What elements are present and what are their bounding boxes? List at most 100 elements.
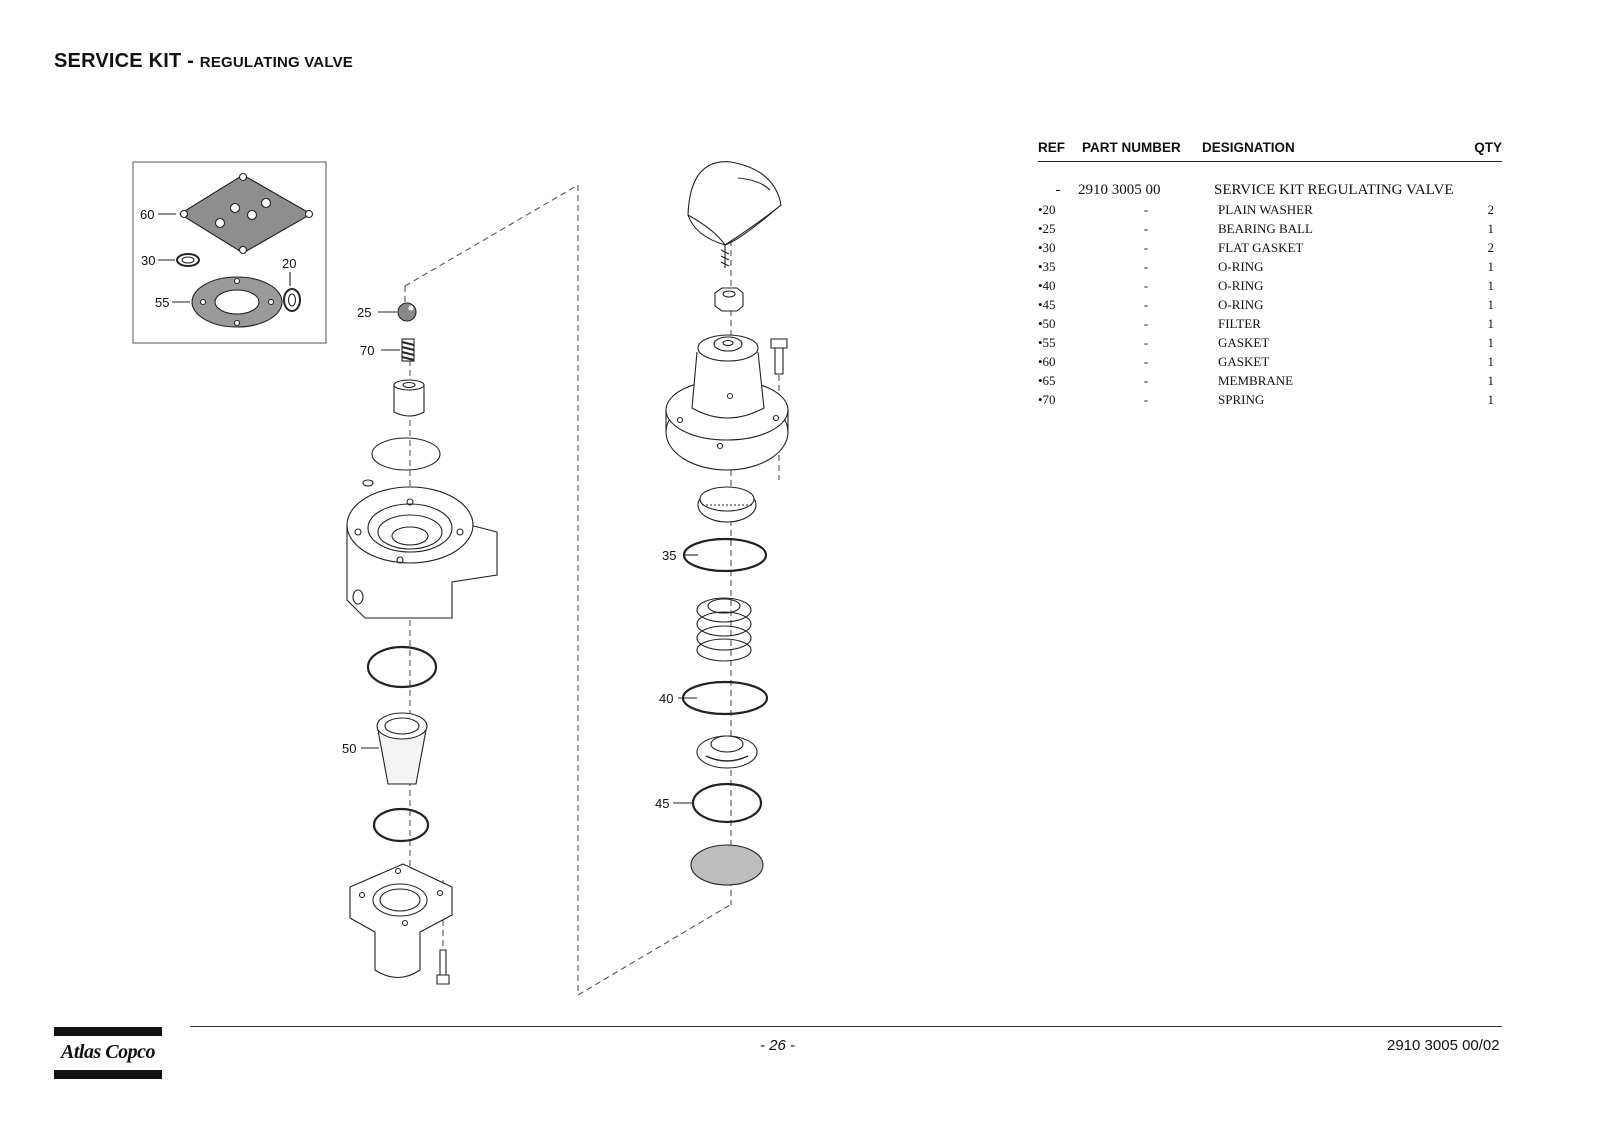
cell-ref: •50 bbox=[1038, 316, 1056, 331]
cell-designation: PLAIN WASHER bbox=[1218, 202, 1313, 217]
cell-ref: •60 bbox=[1038, 354, 1056, 369]
cell-part-number: - bbox=[1143, 297, 1149, 312]
callout-70: 70 bbox=[360, 343, 374, 358]
cell-designation: O-RING bbox=[1218, 297, 1264, 312]
cell-designation: FLAT GASKET bbox=[1218, 240, 1304, 255]
cell-ref: •45 bbox=[1038, 297, 1056, 312]
cell-qty bbox=[1464, 180, 1502, 200]
table-row: •70 - SPRING 1 bbox=[1038, 390, 1502, 409]
table-row: •50 - FILTER 1 bbox=[1038, 314, 1502, 333]
cell-part-number: - bbox=[1143, 259, 1149, 274]
bonnet-shape bbox=[665, 334, 789, 471]
membrane-65-shape bbox=[690, 844, 764, 886]
spring-shape bbox=[696, 597, 752, 662]
callout-25: 25 bbox=[357, 305, 371, 320]
cell-ref: •35 bbox=[1038, 259, 1056, 274]
cell-part-number: - bbox=[1143, 202, 1149, 217]
cell-part-number: - bbox=[1143, 278, 1149, 293]
cell-part-number: - bbox=[1143, 354, 1149, 369]
cell-designation: MEMBRANE bbox=[1218, 373, 1294, 388]
spring-70-shape bbox=[401, 338, 415, 362]
cell-ref: •40 bbox=[1038, 278, 1056, 293]
header-part-number: PART NUMBER bbox=[1082, 140, 1181, 155]
cell-designation: FILTER bbox=[1218, 316, 1261, 331]
cell-ref: •20 bbox=[1038, 202, 1056, 217]
cell-qty: 1 bbox=[1487, 221, 1495, 236]
cell-qty: 1 bbox=[1487, 278, 1495, 293]
cell-designation: O-RING bbox=[1218, 278, 1264, 293]
callout-45: 45 bbox=[655, 796, 669, 811]
footer-divider bbox=[190, 1026, 1502, 1027]
cell-designation: O-RING bbox=[1218, 259, 1264, 274]
filter-50-shape bbox=[376, 712, 428, 785]
cell-qty: 1 bbox=[1487, 259, 1495, 274]
table-row: •25 - BEARING BALL 1 bbox=[1038, 219, 1502, 238]
cell-ref: •25 bbox=[1038, 221, 1056, 236]
housing-shape bbox=[346, 486, 498, 619]
cell-designation: SERVICE KIT REGULATING VALVE bbox=[1214, 182, 1454, 198]
page-number: - 26 - bbox=[760, 1037, 796, 1054]
logo-bar-bottom bbox=[54, 1070, 162, 1079]
cell-part-number: - bbox=[1143, 335, 1149, 350]
exploded-view-drawing: 60 30 20 55 25 70 50 35 40 45 bbox=[132, 161, 789, 996]
cell-designation: SPRING bbox=[1218, 392, 1265, 407]
title-main: SERVICE KIT bbox=[54, 50, 182, 72]
cell-qty: 1 bbox=[1487, 316, 1495, 331]
adjusting-knob-shape bbox=[687, 161, 782, 268]
parts-table: REF PART NUMBER DESIGNATION QTY - 2910 3… bbox=[1038, 140, 1502, 409]
callout-20: 20 bbox=[282, 256, 296, 271]
table-row: •60 - GASKET 1 bbox=[1038, 352, 1502, 371]
cell-ref: - bbox=[1055, 182, 1061, 198]
cell-part-number: - bbox=[1143, 221, 1149, 236]
cell-ref: •65 bbox=[1038, 373, 1056, 388]
plain-washer-20-shape bbox=[283, 288, 301, 312]
title-separator: - bbox=[181, 50, 200, 72]
kit-inset-box bbox=[132, 161, 327, 344]
cell-part-number: - bbox=[1143, 240, 1149, 255]
logo-text: Atlas Copco bbox=[61, 1041, 155, 1063]
cell-part-number: - bbox=[1143, 392, 1149, 407]
flat-gasket-30-shape bbox=[176, 253, 200, 267]
table-row: •40 - O-RING 1 bbox=[1038, 276, 1502, 295]
cell-qty: 2 bbox=[1487, 240, 1495, 255]
cell-part-number: - bbox=[1143, 316, 1149, 331]
callout-60: 60 bbox=[140, 207, 154, 222]
callout-55: 55 bbox=[155, 295, 169, 310]
cell-qty: 1 bbox=[1487, 354, 1495, 369]
cell-ref: •70 bbox=[1038, 392, 1056, 407]
bowl-shape bbox=[349, 863, 453, 979]
o-ring-45-shape bbox=[691, 782, 763, 824]
cell-ref: •30 bbox=[1038, 240, 1056, 255]
document-number: 2910 3005 00/02 bbox=[1387, 1037, 1500, 1054]
callout-40: 40 bbox=[659, 691, 673, 706]
callout-35: 35 bbox=[662, 548, 676, 563]
cell-qty: 1 bbox=[1487, 392, 1495, 407]
table-row: •20 - PLAIN WASHER 2 bbox=[1038, 200, 1502, 219]
callout-30: 30 bbox=[141, 253, 155, 268]
cell-designation: GASKET bbox=[1218, 354, 1270, 369]
callout-50: 50 bbox=[342, 741, 356, 756]
cell-qty: 1 bbox=[1487, 297, 1495, 312]
table-row: •35 - O-RING 1 bbox=[1038, 257, 1502, 276]
table-row-kit: - 2910 3005 00 SERVICE KIT REGULATING VA… bbox=[1038, 180, 1502, 200]
logo-bar-top bbox=[54, 1027, 162, 1036]
cell-qty: 2 bbox=[1487, 202, 1495, 217]
table-row: •65 - MEMBRANE 1 bbox=[1038, 371, 1502, 390]
gasket-60-shape bbox=[178, 174, 313, 254]
cell-designation: BEARING BALL bbox=[1218, 221, 1313, 236]
table-header: REF PART NUMBER DESIGNATION QTY bbox=[1038, 140, 1502, 162]
bearing-ball-25-shape bbox=[397, 302, 417, 322]
atlas-copco-logo: Atlas Copco bbox=[54, 1027, 162, 1079]
table-row: •30 - FLAT GASKET 2 bbox=[1038, 238, 1502, 257]
header-designation: DESIGNATION bbox=[1202, 140, 1295, 155]
page-title: SERVICE KIT - REGULATING VALVE bbox=[54, 50, 353, 73]
cell-qty: 1 bbox=[1487, 373, 1495, 388]
header-ref: REF bbox=[1038, 140, 1065, 155]
cell-part-number: 2910 3005 00 bbox=[1078, 182, 1161, 198]
header-qty: QTY bbox=[1474, 140, 1502, 155]
title-subtitle: REGULATING VALVE bbox=[199, 54, 353, 71]
cell-part-number: - bbox=[1143, 373, 1149, 388]
cell-qty: 1 bbox=[1487, 335, 1495, 350]
table-row: •45 - O-RING 1 bbox=[1038, 295, 1502, 314]
table-row: •55 - GASKET 1 bbox=[1038, 333, 1502, 352]
